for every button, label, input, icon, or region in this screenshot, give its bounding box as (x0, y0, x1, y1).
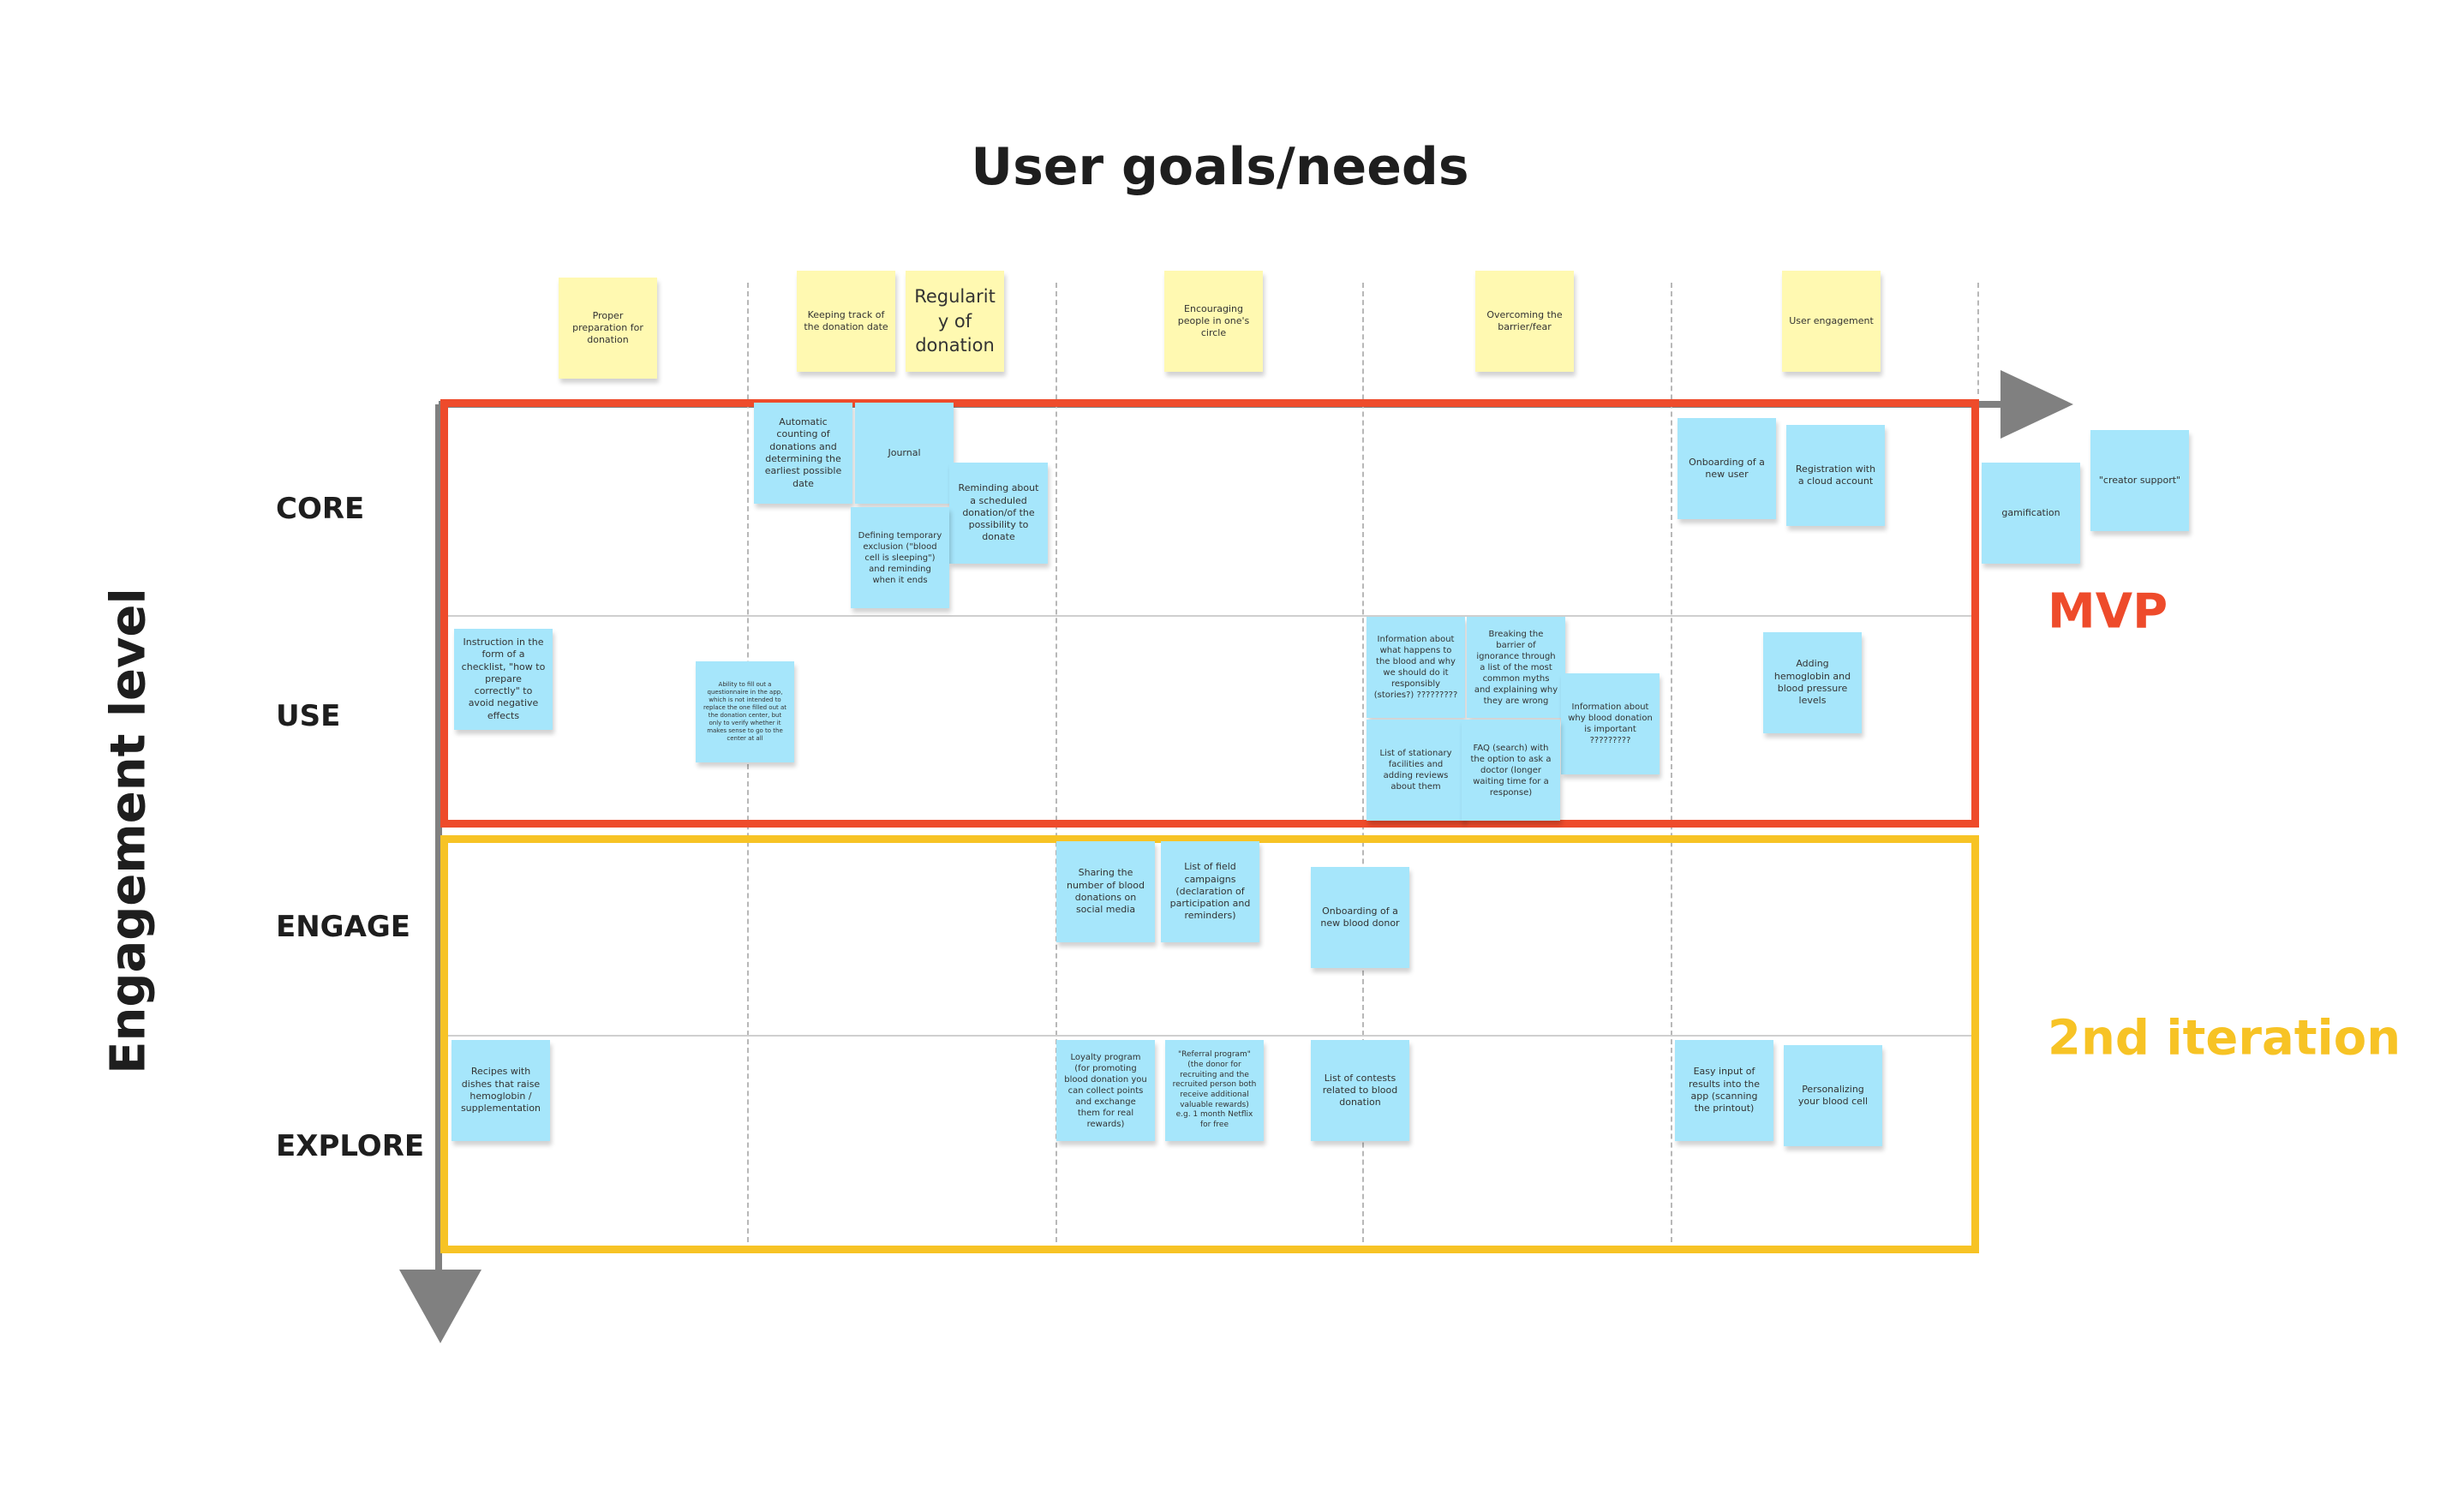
feature-note-onboarding-donor[interactable]: Onboarding of a new blood donor (1311, 867, 1409, 968)
feature-note-checklist[interactable]: Instruction in the form of a checklist, … (454, 629, 553, 730)
row-label-explore: EXPLORE (276, 1129, 425, 1163)
feature-note-info-blood[interactable]: Information about what happens to the bl… (1367, 617, 1465, 718)
column-divider (747, 283, 749, 1251)
feature-note-field-campaigns[interactable]: List of field campaigns (declaration of … (1161, 841, 1259, 942)
feature-note-journal[interactable]: Journal (855, 403, 954, 504)
goal-note-regularity[interactable]: Regularity of donation (906, 271, 1004, 372)
feature-note-registration-cloud[interactable]: Registration with a cloud account (1786, 425, 1885, 526)
feature-note-gamification[interactable]: gamification (1982, 463, 2080, 564)
feature-note-reminding-scheduled[interactable]: Reminding about a scheduled donation/of … (949, 463, 1048, 564)
diagram-title: User goals/needs (971, 137, 1469, 197)
goal-note-engagement[interactable]: User engagement (1782, 271, 1881, 372)
column-divider (1362, 283, 1364, 1251)
row-divider (447, 1035, 1974, 1037)
second-iteration-band (440, 835, 1979, 1253)
row-label-core: CORE (276, 492, 365, 526)
column-divider (1671, 283, 1672, 1251)
feature-note-hemoglobin[interactable]: Adding hemoglobin and blood pressure lev… (1763, 632, 1862, 733)
feature-note-loyalty[interactable]: Loyalty program (for promoting blood don… (1056, 1040, 1155, 1141)
feature-note-onboarding-user[interactable]: Onboarding of a new user (1678, 418, 1776, 519)
feature-note-stationary-facilities[interactable]: List of stationary facilities and adding… (1367, 720, 1465, 821)
goal-note-preparation[interactable]: Proper preparation for donation (559, 278, 657, 379)
feature-note-personalizing[interactable]: Personalizing your blood cell (1784, 1045, 1882, 1146)
row-label-use: USE (276, 699, 341, 733)
feature-note-easy-input[interactable]: Easy input of results into the app (scan… (1675, 1040, 1773, 1141)
second-iteration-label: 2nd iteration (2048, 1010, 2401, 1067)
feature-note-breaking-barrier[interactable]: Breaking the barrier of ignorance throug… (1467, 617, 1565, 718)
feature-note-referral[interactable]: "Referral program"(the donor for recruit… (1165, 1040, 1264, 1141)
feature-note-questionnaire[interactable]: Ability to fill out a questionnaire in t… (696, 661, 794, 762)
feature-note-info-why[interactable]: Information about why blood donation is … (1561, 673, 1660, 774)
feature-note-recipes[interactable]: Recipes with dishes that raise hemoglobi… (452, 1040, 550, 1141)
goal-note-barrier[interactable]: Overcoming the barrier/fear (1475, 271, 1574, 372)
mvp-label: MVP (2048, 583, 2168, 640)
goal-note-encouraging[interactable]: Encouraging people in one's circle (1164, 271, 1263, 372)
row-label-engage: ENGAGE (276, 910, 411, 944)
feature-note-creator-support[interactable]: "creator support" (2090, 430, 2189, 531)
feature-note-contests[interactable]: List of contests related to blood donati… (1311, 1040, 1409, 1141)
feature-note-auto-counting[interactable]: Automatic counting of donations and dete… (754, 403, 852, 504)
row-divider (447, 615, 1974, 617)
feature-note-faq[interactable]: FAQ (search) with the option to ask a do… (1462, 720, 1560, 821)
y-axis-arrow (399, 404, 481, 1343)
feature-note-sharing[interactable]: Sharing the number of blood donations on… (1056, 841, 1155, 942)
column-divider (1977, 283, 1979, 394)
goal-note-tracking[interactable]: Keeping track of the donation date (797, 271, 895, 372)
column-divider (1056, 283, 1057, 1251)
feature-note-temporary-exclusion[interactable]: Defining temporary exclusion ("blood cel… (851, 507, 949, 608)
mvp-band (440, 399, 1979, 828)
